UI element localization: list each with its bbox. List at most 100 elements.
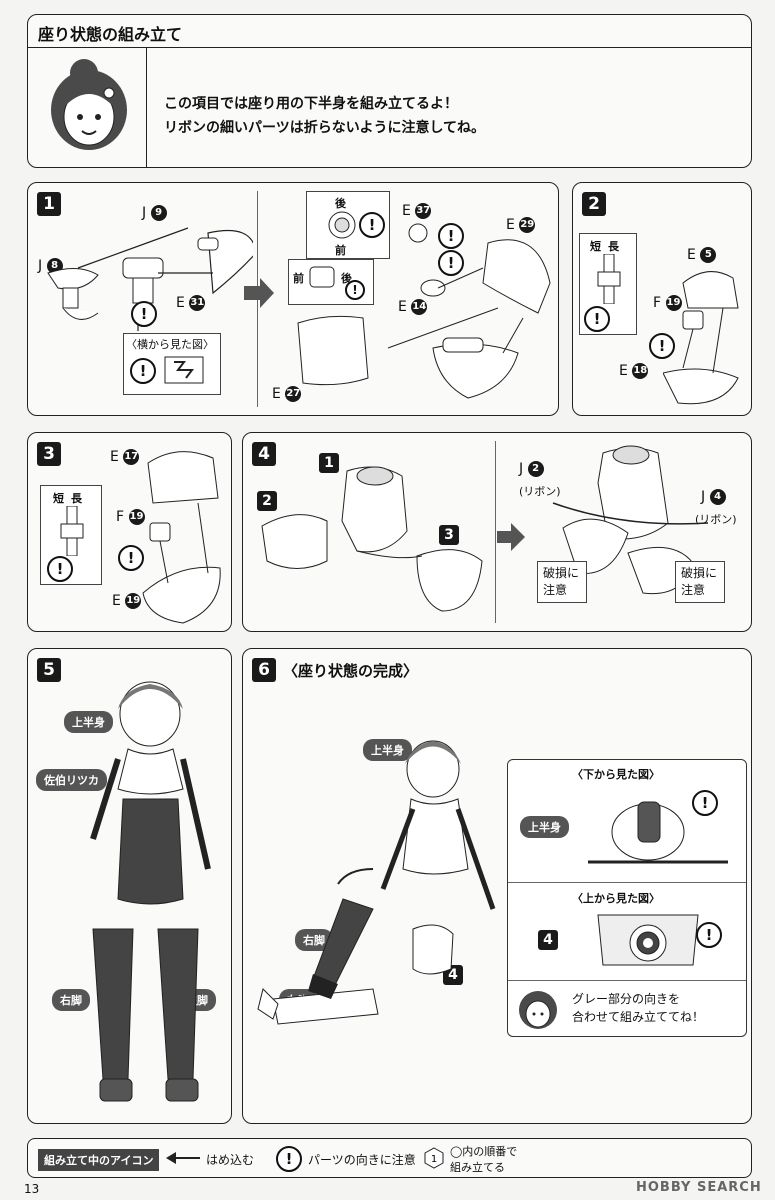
upper-body-tag-detail: 上半身 [520,816,569,838]
intro-line-2: リボンの細いパーツは折らないように注意してね。 [164,120,486,136]
legend-orientation-label: パーツの向きに注意 [308,1153,416,1167]
orientation-warning-icon: ! [131,301,157,327]
step-6-panel: 6 〈座り状態の完成〉 上半身 右脚 左脚 4 〈下から見た図〉 上半身 ! 〈… [242,648,752,1124]
step-4-right-figure [552,445,709,595]
step-3-number: 3 [37,442,61,466]
step-1-number: 1 [37,192,61,216]
legend-order-line-2: 組み立てる [450,1161,505,1174]
title-divider [28,47,751,48]
step-5-number: 5 [37,658,61,682]
seated-figure [257,740,496,1025]
step-4-panel: 4 1 2 3 J 2 (リボン) J 4 (リボン) 破損に注意 破損に注意 [242,432,752,632]
above-view-label: 〈上から見た図〉 [572,892,660,905]
above-view-figure [597,914,699,966]
peg-guide-icon-3 [60,506,84,556]
page-number: 13 [24,1182,40,1196]
e14-top-view-icon [309,266,335,288]
label-e37: E 37 [402,203,432,219]
above-view-warning-icon: ! [696,922,722,948]
step-2-number: 2 [582,192,606,216]
legend-title: 組み立て中のアイコン [38,1149,160,1171]
step-4-number: 4 [252,442,276,466]
label-e27: E 27 [272,386,302,402]
detail-callout: 〈下から見た図〉 上半身 ! 〈上から見た図〉 4 ! グレー部分の向きを 合わ… [507,759,747,1037]
right-leg-tag-6: 右脚 [295,929,333,951]
step-1-left-figure [47,227,253,331]
avatar-divider [146,47,147,167]
side-view-part-icon [164,356,204,384]
e37-top-view-icon [328,211,356,239]
page-title: 座り状態の組み立て [38,25,183,44]
label-e14: E 14 [398,299,428,315]
label-e17: E 17 [110,449,140,465]
peg-warning-icon-3: ! [47,556,73,582]
character-name-tag: 佐伯リツカ [36,769,107,791]
e37-part-warning-icon: ! [438,223,464,249]
e37-orientation-box: 後 前 ! [306,191,390,259]
step-1-right-figure [297,223,551,399]
peg-guide-box: 短 長 ! [579,233,637,335]
character-figure [90,681,211,1102]
label-front-2: 前 [293,272,304,285]
legend-orientation-icon: ! [276,1146,302,1172]
callout-divider-2 [508,980,746,981]
step-6-number: 6 [252,658,276,682]
upper-body-tag: 上半身 [64,711,113,733]
below-view-figure [588,801,728,864]
peg-guide-box-3: 短 長 ! [40,485,102,585]
insert-arrow-icon-4 [497,523,525,551]
step-6-sub-4b: 4 [538,930,558,950]
f19-warning-icon: ! [649,333,675,359]
legend-insert-label: はめ込む [206,1153,255,1167]
callout-divider-1 [508,882,746,883]
side-view-label: 〈横から見た図〉 [126,338,214,351]
step-3-figure [142,451,221,624]
label-long: 長 [608,240,619,253]
label-j2: J 2 [519,461,544,477]
e14-orientation-box: 前 後 ! [288,259,374,305]
f19-warning-icon-3: ! [118,545,144,571]
e14-warning-icon: ! [345,280,365,300]
upper-body-tag-6: 上半身 [363,739,412,761]
right-leg-tag: 右脚 [52,989,90,1011]
step-4-sub-2: 2 [257,491,277,511]
label-f19: F 19 [653,295,682,311]
label-f19-3: F 19 [116,509,145,525]
step-1-panel: 1 J 9 J 8 E 31 ! 〈横から見た図〉 ! 後 前 ! 前 [27,182,559,416]
label-short: 短 [590,240,601,253]
mascot-tip-avatar-icon [519,991,557,1029]
label-e5: E 5 [687,247,717,263]
e37-warning-icon: ! [359,212,385,238]
peg-guide-icon [597,254,621,304]
step-2-figure [663,271,739,405]
label-back: 後 [335,197,346,210]
insert-arrow-legend-icon [166,1152,200,1164]
label-j9: J 9 [142,205,167,221]
step-3-panel: 3 短 長 ! E 17 F 19 E 19 ! [27,432,232,632]
below-view-label: 〈下から見た図〉 [572,768,660,781]
damage-caution-right: 破損に注意 [675,561,725,603]
label-back-2: 後 [341,272,352,285]
step-4-sub-3: 3 [439,525,459,545]
label-e19: E 19 [112,593,142,609]
label-short-3: 短 [53,492,64,505]
legend-order-line-1: ◯内の順番で [450,1145,518,1158]
label-ribbon-1: (リボン) [519,485,561,498]
label-e31: E 31 [176,295,206,311]
step-2-panel: 2 短 長 ! E 5 F 19 E 18 ! [572,182,752,416]
step-5-panel: 5 上半身 佐伯リツカ 右脚 左脚 [27,648,232,1124]
intro-panel: 座り状態の組み立て この項目では座り用の下半身を組み立てるよ！ リボンの細いパー… [27,14,752,168]
below-view-warning-icon: ! [692,790,718,816]
label-e29: E 29 [506,217,536,233]
icon-legend: 組み立て中のアイコン はめ込む ! パーツの向きに注意 1 ◯内の順番で 組み立… [27,1138,752,1178]
label-e18: E 18 [619,363,649,379]
legend-order-hexagon-icon: 1 [424,1147,444,1169]
tip-line-1: グレー部分の向きを [572,992,681,1006]
label-long-3: 長 [71,492,82,505]
label-front: 前 [335,244,346,257]
side-view-box: 〈横から見た図〉 ! [123,333,221,395]
insert-arrow-icon [244,278,274,308]
side-view-warning-icon: ! [130,358,156,384]
label-j4: J 4 [701,489,726,505]
damage-caution-left: 破損に注意 [537,561,587,603]
